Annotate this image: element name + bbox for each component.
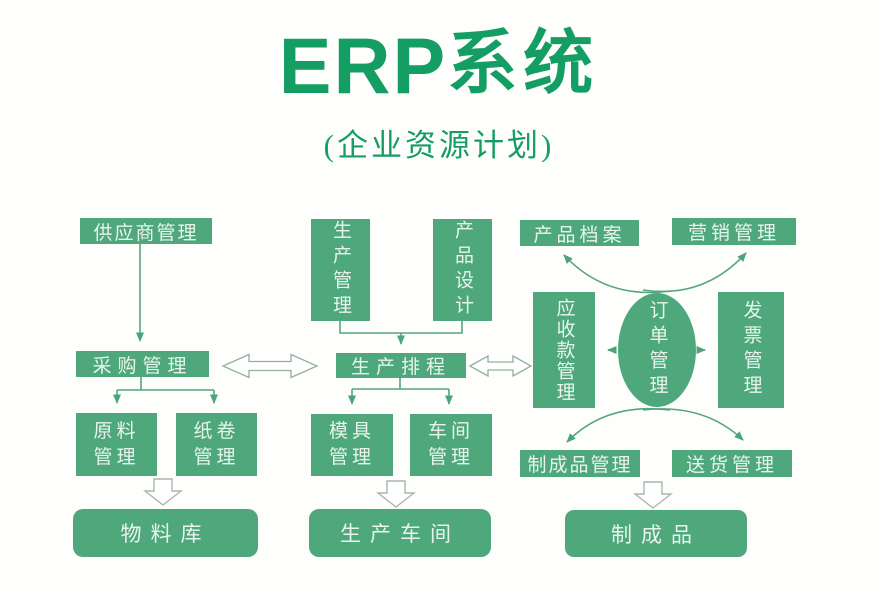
node-production-scheduling: 生产排程 <box>336 353 466 378</box>
node-order-management: 订单管理 <box>618 293 696 407</box>
title-system: 系统 <box>447 26 600 103</box>
title-erp: ERP <box>278 21 448 110</box>
node-receivables-management: 应收款管理 <box>533 292 595 408</box>
node-mold-management: 模具 管理 <box>311 414 393 476</box>
node-production-management: 生产管理 <box>311 219 370 321</box>
order-curved-arrows <box>563 252 747 443</box>
node-delivery-management: 送货管理 <box>672 450 792 477</box>
page-subtitle: (企业资源计划) <box>323 128 555 163</box>
node-invoice-management: 发票管理 <box>718 292 784 408</box>
node-product-design: 产品设计 <box>433 219 492 321</box>
node-supplier-management: 供应商管理 <box>80 218 212 244</box>
double-arrow-icon <box>221 353 319 379</box>
double-arrow-icon <box>468 354 533 378</box>
purchasing-split-arrows <box>113 377 218 404</box>
node-finished-product-management: 制成品管理 <box>520 450 640 477</box>
node-material-warehouse: 物料库 <box>73 509 258 557</box>
node-purchasing-management: 采购管理 <box>76 351 209 377</box>
node-workshop-management: 车间 管理 <box>410 414 492 476</box>
node-product-archive: 产品档案 <box>520 220 639 246</box>
node-paper-roll-management: 纸卷 管理 <box>176 413 257 476</box>
node-marketing-management: 营销管理 <box>672 218 796 245</box>
block-down-arrow-icon <box>375 480 417 508</box>
scheduling-split-arrows <box>348 378 453 405</box>
node-production-workshop: 生产车间 <box>309 509 491 557</box>
page-title: ERP系统 <box>0 26 878 105</box>
node-raw-material-management: 原料 管理 <box>76 413 157 476</box>
block-down-arrow-icon <box>142 478 184 506</box>
block-down-arrow-icon <box>632 481 674 509</box>
design-merge-arrow <box>339 321 463 345</box>
node-finished-products: 制成品 <box>565 510 747 557</box>
